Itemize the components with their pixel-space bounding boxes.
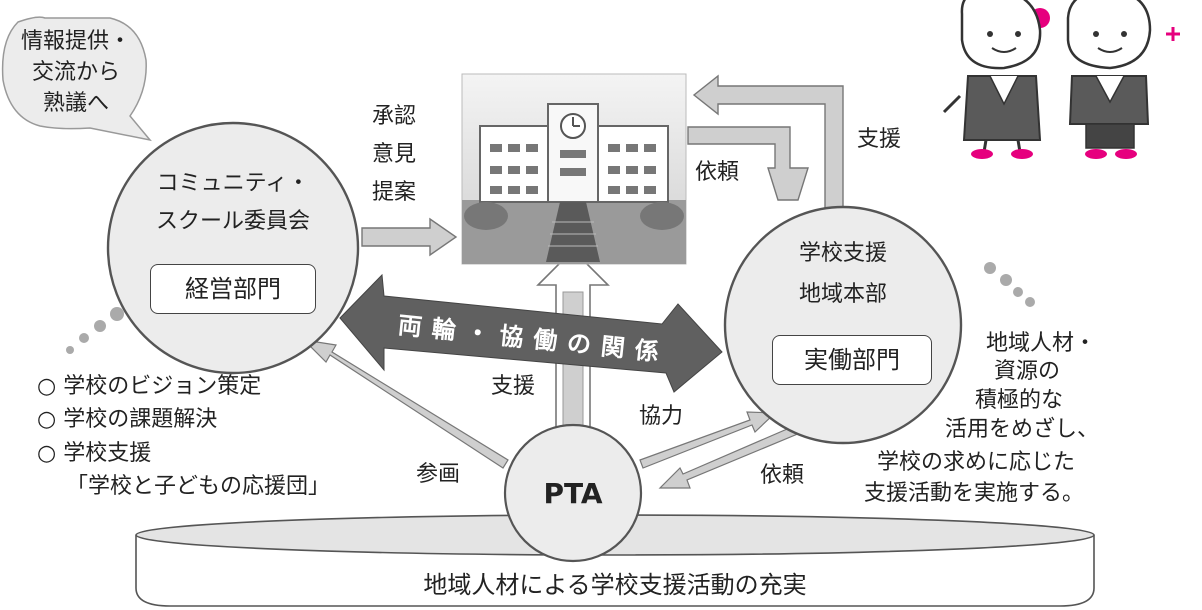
hq-request-label: 依頼 bbox=[695, 160, 740, 185]
role-support: ○ 学校支援 bbox=[37, 441, 152, 466]
speech-bubble-line2: 交流から bbox=[31, 60, 120, 85]
arrow-school-to-hq bbox=[687, 126, 809, 201]
committee-dept-box: 経営部門 bbox=[150, 264, 316, 314]
arrow-pta-to-committee bbox=[302, 339, 509, 469]
committee-title-line2: スクール委員会 bbox=[155, 209, 310, 234]
hq-note-4: 活用をめざし、 bbox=[945, 417, 1100, 442]
relationship-band bbox=[339, 273, 723, 393]
speech-bubble-line3: 熟議へ bbox=[42, 91, 109, 116]
hq-note-1: 地域人材・ bbox=[986, 331, 1097, 356]
hq-note-6: 支援活動を実施する。 bbox=[864, 481, 1085, 506]
hq-support-label: 支援 bbox=[857, 127, 902, 152]
speech-bubble bbox=[1, 16, 152, 142]
pta-label: PTA bbox=[543, 477, 603, 510]
approval-label: 承認 bbox=[372, 104, 417, 129]
role-vision: ○ 学校のビジョン策定 bbox=[37, 374, 262, 399]
speech-bubble-line1: 情報提供・ bbox=[20, 29, 131, 54]
hq-title-line2: 地域本部 bbox=[798, 282, 887, 307]
hq-note-5: 学校の求めに応じた bbox=[877, 450, 1076, 475]
school-building-illustration bbox=[461, 73, 687, 265]
hq-title-line1: 学校支援 bbox=[798, 241, 887, 266]
pta-cooperation-label: 協力 bbox=[639, 404, 684, 429]
proposal-label: 提案 bbox=[372, 180, 417, 205]
opinion-label: 意見 bbox=[372, 142, 417, 167]
children-illustration bbox=[942, 0, 1180, 159]
committee-circle bbox=[106, 121, 360, 375]
committee-title-line1: コミュニティ・ bbox=[156, 171, 310, 196]
pta-request-label: 依頼 bbox=[760, 463, 805, 488]
hq-note-2: 資源の bbox=[994, 359, 1061, 384]
arrow-pta-to-hq bbox=[639, 411, 777, 469]
decorative-dots-right bbox=[984, 262, 1035, 307]
arrow-committee-to-school bbox=[361, 217, 458, 257]
role-issues: ○ 学校の課題解決 bbox=[37, 407, 218, 432]
pta-participation-label: 参画 bbox=[416, 462, 461, 487]
hq-dept-label: 実働部門 bbox=[804, 346, 900, 374]
role-supporters: 「学校と子どもの応援団」 bbox=[66, 474, 331, 499]
hq-note-3: 積極的な bbox=[975, 388, 1064, 413]
hq-dept-box: 実働部門 bbox=[772, 335, 932, 385]
decorative-dots-left bbox=[66, 307, 124, 354]
pta-circle bbox=[503, 423, 643, 563]
committee-dept-label: 経営部門 bbox=[185, 275, 281, 303]
pta-support-label: 支援 bbox=[491, 374, 536, 399]
foundation-label: 地域人材による学校支援活動の充実 bbox=[423, 571, 807, 599]
